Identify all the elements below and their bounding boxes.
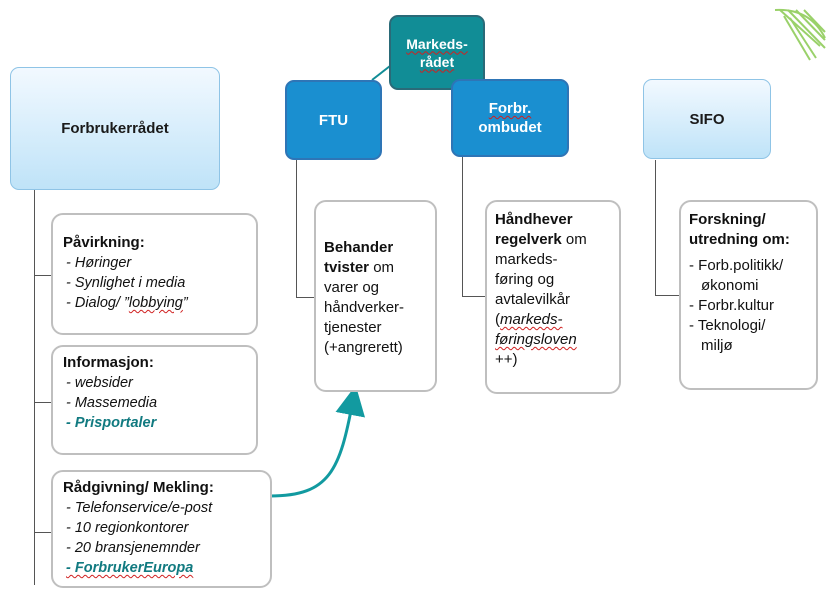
connector-left-branch-3 — [34, 532, 52, 533]
ombud-line: avtalevilkår — [495, 291, 571, 308]
pavirkning-item: - Høringer — [66, 255, 132, 271]
ftu-header: FTU — [285, 80, 382, 160]
pavirkning-title: Påvirkning: — [63, 234, 145, 251]
connector-ombud-vertical — [462, 157, 463, 297]
sifo-title-line2: utredning om: — [689, 231, 790, 248]
sifo-item: - Forb.politikk/ — [689, 257, 784, 274]
connector-ftu-branch — [296, 297, 316, 298]
sifo-item: miljø — [701, 337, 733, 354]
forbrukerombudet-title-line1: Forbr. — [488, 100, 532, 117]
connector-ombud-branch — [462, 296, 486, 297]
ftu-line: (+angrerett) — [324, 339, 403, 356]
ombud-line2: regelverk om — [495, 230, 611, 250]
forbrukerombudet-title-line2: ombudet — [478, 119, 542, 136]
markedsradet-title-line1: Markeds- — [406, 35, 468, 52]
connector-left-branch-1 — [34, 275, 52, 276]
pavirkning-item: - Synlighet i media — [66, 275, 186, 291]
ftu-line2: tvister om — [324, 258, 427, 278]
sifo-item: økonomi — [701, 277, 759, 294]
radgivning-item: - 10 regionkontorer — [66, 520, 189, 536]
ombud-italic-line2: føringsloven — [495, 331, 577, 348]
ombud-tail: ++) — [495, 351, 518, 368]
informasjon-item: - websider — [66, 375, 133, 391]
forbrukerombudet-header: Forbr. ombudet — [451, 79, 569, 157]
pavirkning-card: Påvirkning: - Høringer - Synlighet i med… — [51, 213, 258, 335]
radgivning-item-highlight: - ForbrukerEuropa — [66, 560, 194, 576]
markedsradet-header: Markeds- rådet — [389, 15, 485, 90]
ftu-description-card: Behander tvister om varer og håndverker-… — [314, 200, 437, 392]
radgivning-title: Rådgivning/ Mekling: — [63, 479, 214, 496]
sifo-title-line1: Forskning/ — [689, 211, 766, 228]
connector-left-branch-2 — [34, 402, 52, 403]
ftu-line: tjenester — [324, 319, 382, 336]
ombud-italic-line1: markeds- — [500, 311, 563, 328]
markedsradet-title-line2: rådet — [419, 53, 455, 70]
sifo-title: SIFO — [689, 110, 725, 128]
sifo-description-card: Forskning/ utredning om: - Forb.politikk… — [679, 200, 818, 390]
radgivning-item: - Telefonservice/e-post — [66, 500, 213, 516]
ftu-bold-line2: tvister — [324, 259, 370, 276]
ombud-line: føring og — [495, 271, 555, 288]
sifo-item: - Teknologi/ — [689, 317, 766, 334]
lobbying-word: lobbying — [128, 295, 183, 311]
radgivning-card: Rådgivning/ Mekling: - Telefonservice/e-… — [51, 470, 272, 588]
radgivning-item: - 20 bransjenemnder — [66, 540, 200, 556]
informasjon-card: Informasjon: - websider - Massemedia - P… — [51, 345, 258, 455]
connector-sifo-branch — [655, 295, 681, 296]
leaf-decoration-icon — [774, 8, 826, 61]
connector-ftu-vertical — [296, 160, 297, 298]
ombud-line-italic1: (markeds- — [495, 310, 611, 330]
ombud-rest-line2: om — [561, 231, 587, 248]
ftu-rest-line2: om — [369, 259, 395, 276]
sifo-header: SIFO — [643, 79, 771, 159]
ftu-line: varer og — [324, 279, 380, 296]
ombud-bold-line1: Håndhever — [495, 211, 573, 228]
ftu-title: FTU — [318, 111, 349, 129]
ombud-bold-line2: regelverk — [495, 231, 562, 248]
connector-left-vertical — [34, 190, 35, 585]
ombud-line: markeds- — [495, 251, 558, 268]
informasjon-item: - Massemedia — [66, 395, 158, 411]
informasjon-item-highlight: - Prisportaler — [66, 415, 157, 431]
sifo-item: - Forbr.kultur — [689, 297, 775, 314]
forbrukerradet-header: Forbrukerrådet — [10, 67, 220, 190]
forbrukerradet-title: Forbrukerrådet — [61, 120, 169, 137]
ombud-line-italic2: føringsloven — [495, 330, 611, 350]
ombud-open-paren: ( — [495, 311, 500, 328]
ftu-line: håndverker- — [324, 299, 405, 316]
informasjon-title: Informasjon: — [63, 354, 154, 371]
ftu-bold-line1: Behander — [324, 239, 394, 256]
pavirkning-item: - Dialog/ ”lobbying” — [66, 295, 188, 311]
connector-sifo-vertical — [655, 160, 656, 296]
ombud-description-card: Håndhever regelverk om markeds- føring o… — [485, 200, 621, 394]
